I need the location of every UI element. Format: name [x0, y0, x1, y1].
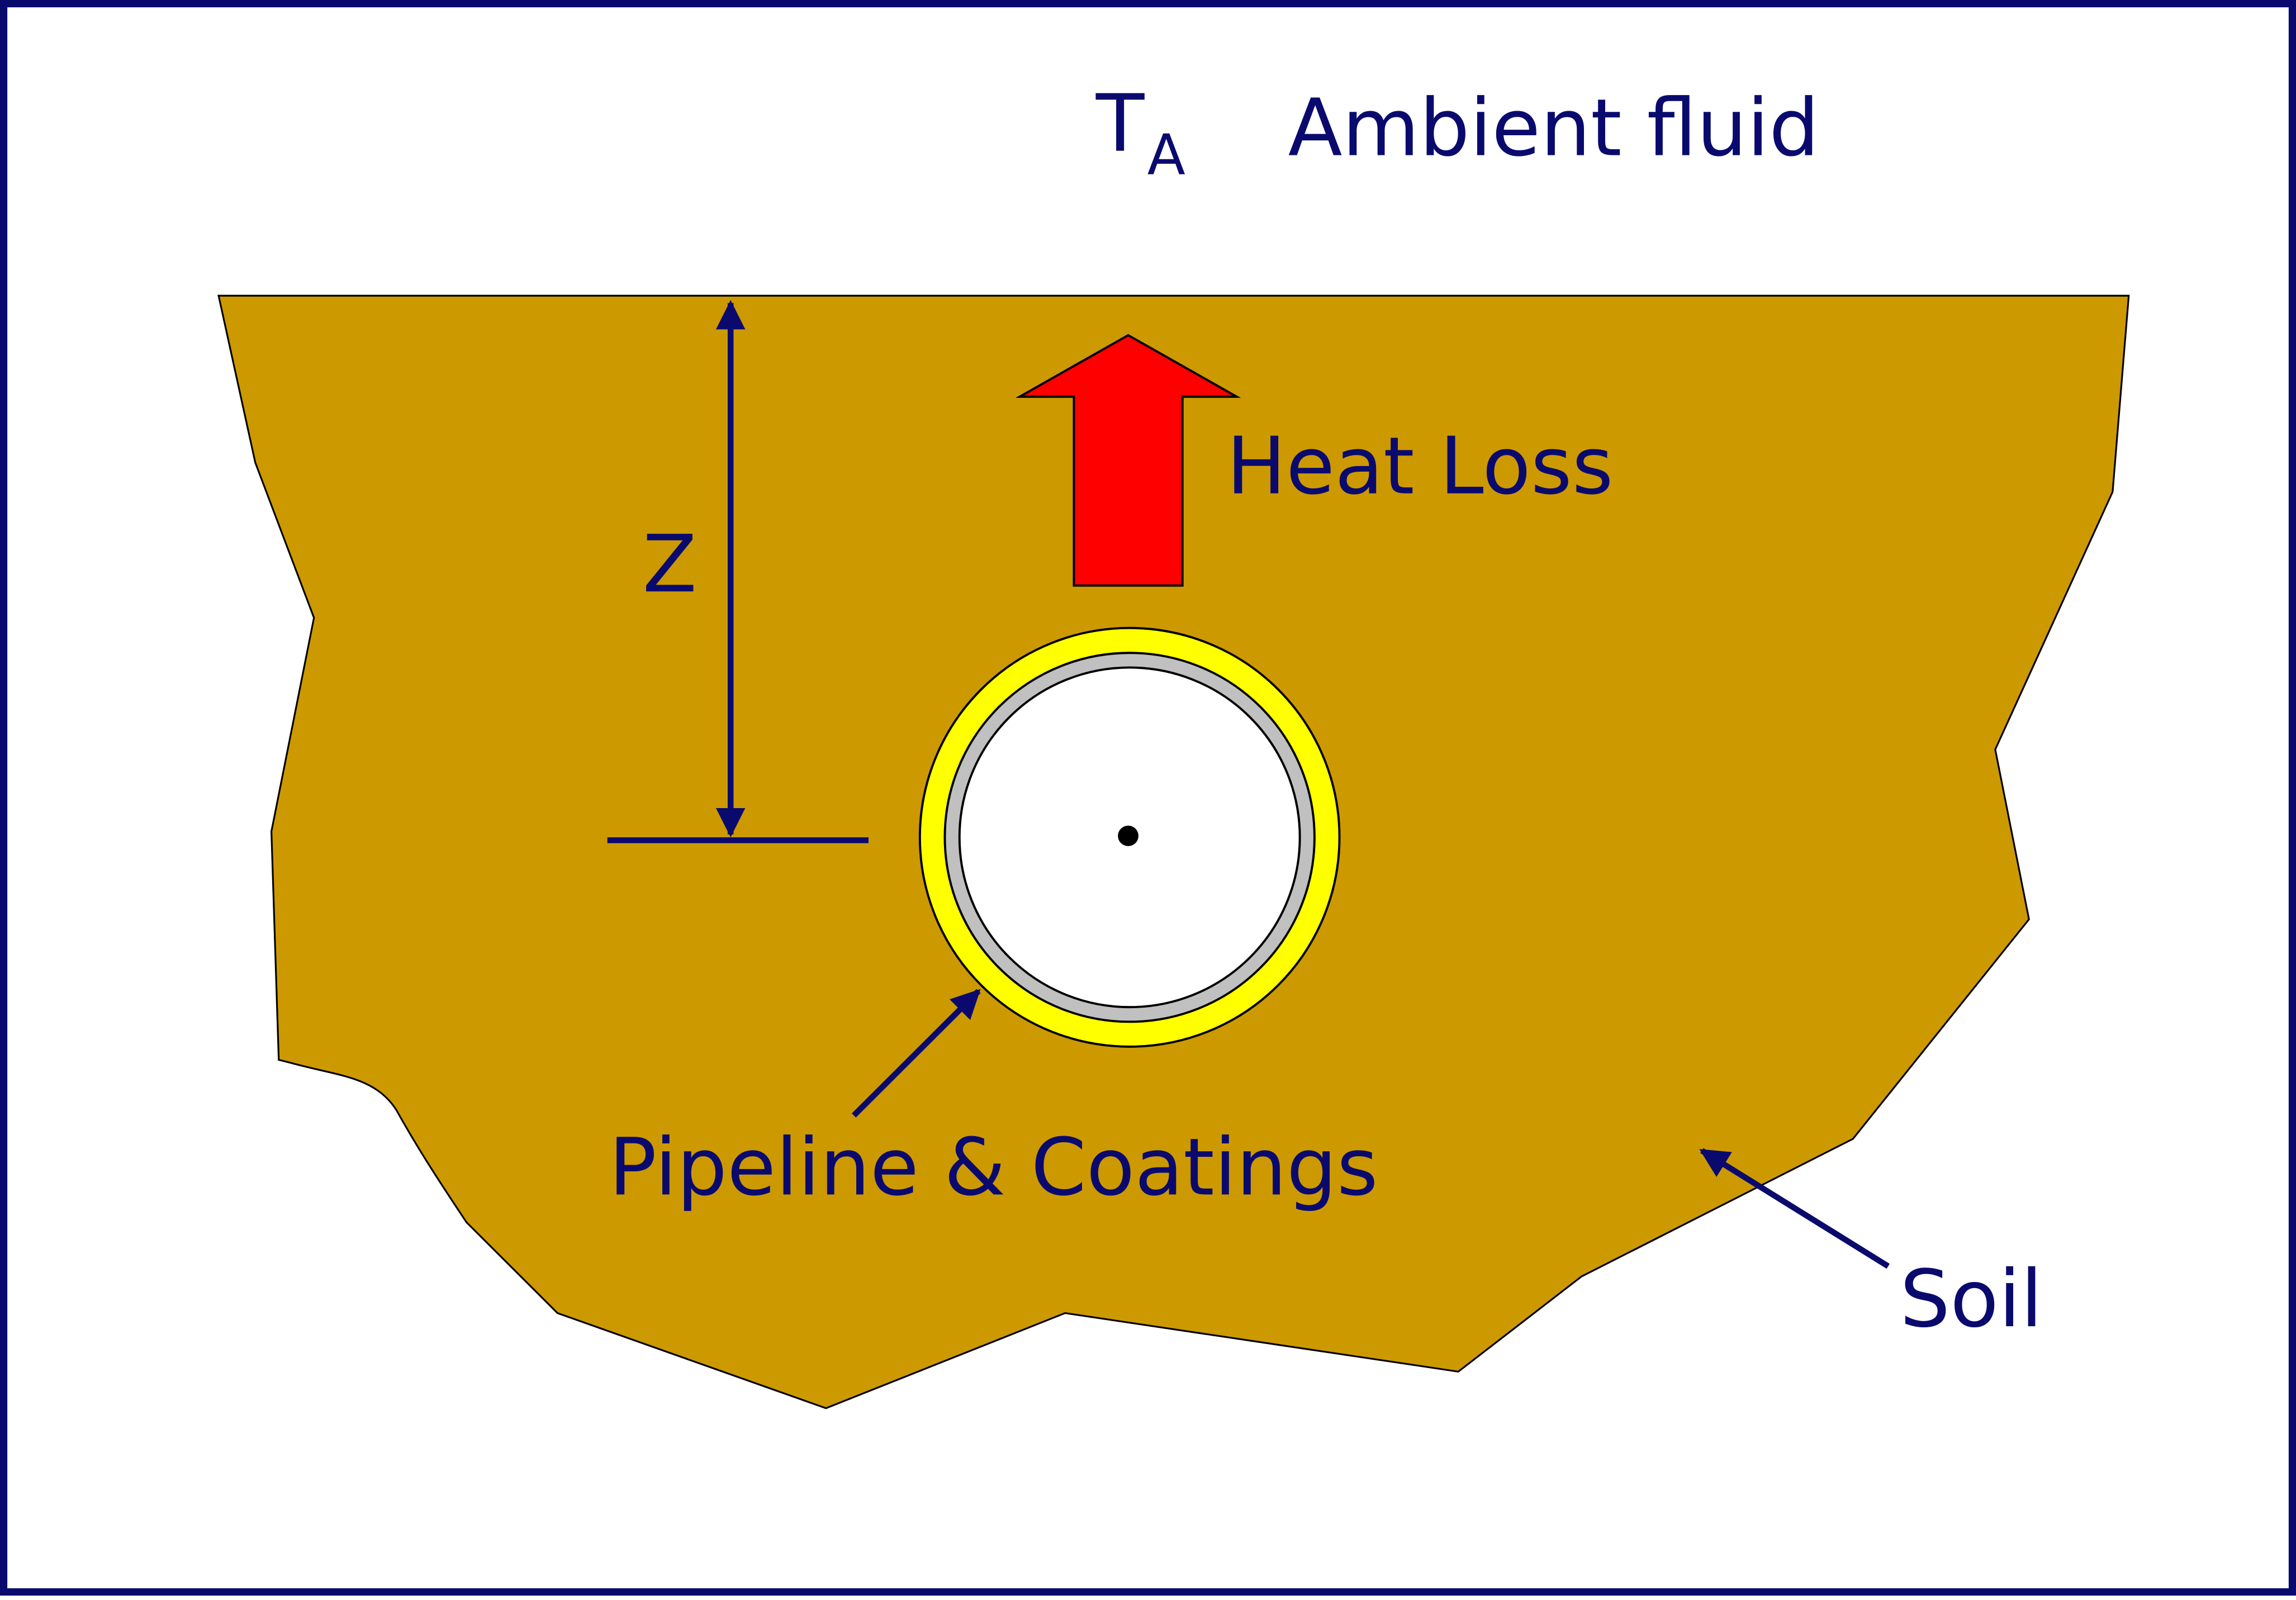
heat-loss-label: Heat Loss	[1226, 421, 1613, 512]
heat-loss-arrow	[1015, 334, 1241, 587]
pipeline-cross-section	[918, 626, 1341, 1048]
ambient-temperature-subscript: A	[1147, 124, 1185, 188]
depth-label: Z	[643, 519, 697, 610]
pipeline-pointer-arrow	[851, 989, 981, 1118]
pipe-center-dot	[1118, 825, 1138, 847]
ambient-fluid-label: Ambient fluid	[1288, 83, 1819, 174]
soil-label: Soil	[1900, 1254, 2042, 1345]
pipeline-coatings-label: Pipeline & Coatings	[609, 1122, 1378, 1214]
soil-pointer-arrow	[1699, 1148, 1890, 1269]
